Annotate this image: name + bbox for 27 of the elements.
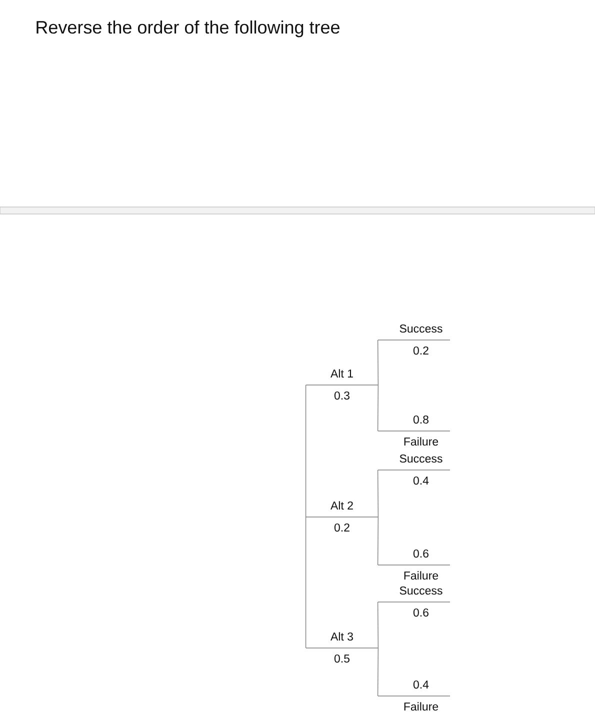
connector-line	[305, 384, 306, 518]
connector-line	[305, 516, 306, 648]
connector-line	[377, 470, 379, 518]
branch-label: 0.6	[413, 549, 428, 558]
branch-label: Alt 2	[330, 501, 353, 510]
branch-label: 0.3	[334, 391, 350, 400]
branch-label: Alt 1	[330, 369, 353, 378]
branch-label: 0.8	[413, 415, 428, 424]
connector-line	[377, 516, 379, 566]
branch-label: 0.2	[413, 346, 428, 355]
question-text: Reverse the order of the following tree	[36, 20, 340, 38]
branch-label: 0.2	[334, 523, 350, 532]
branch-label: Failure	[404, 702, 438, 711]
branch-label: Success	[400, 324, 442, 333]
branch-label: 0.4	[413, 476, 429, 485]
connector-line	[377, 340, 379, 386]
branch-label: 0.6	[413, 608, 428, 617]
connector-line	[377, 648, 379, 696]
branch-label: Success	[400, 454, 442, 463]
branch-label: Failure	[404, 437, 438, 446]
connector-line	[377, 602, 379, 648]
branch-label: Alt 3	[330, 632, 353, 641]
branch-label: 0.5	[334, 654, 350, 663]
branch-label: 0.4	[413, 680, 429, 689]
branch-label: Success	[400, 586, 442, 595]
branch-label: Failure	[404, 571, 438, 580]
connector-line	[377, 384, 379, 432]
